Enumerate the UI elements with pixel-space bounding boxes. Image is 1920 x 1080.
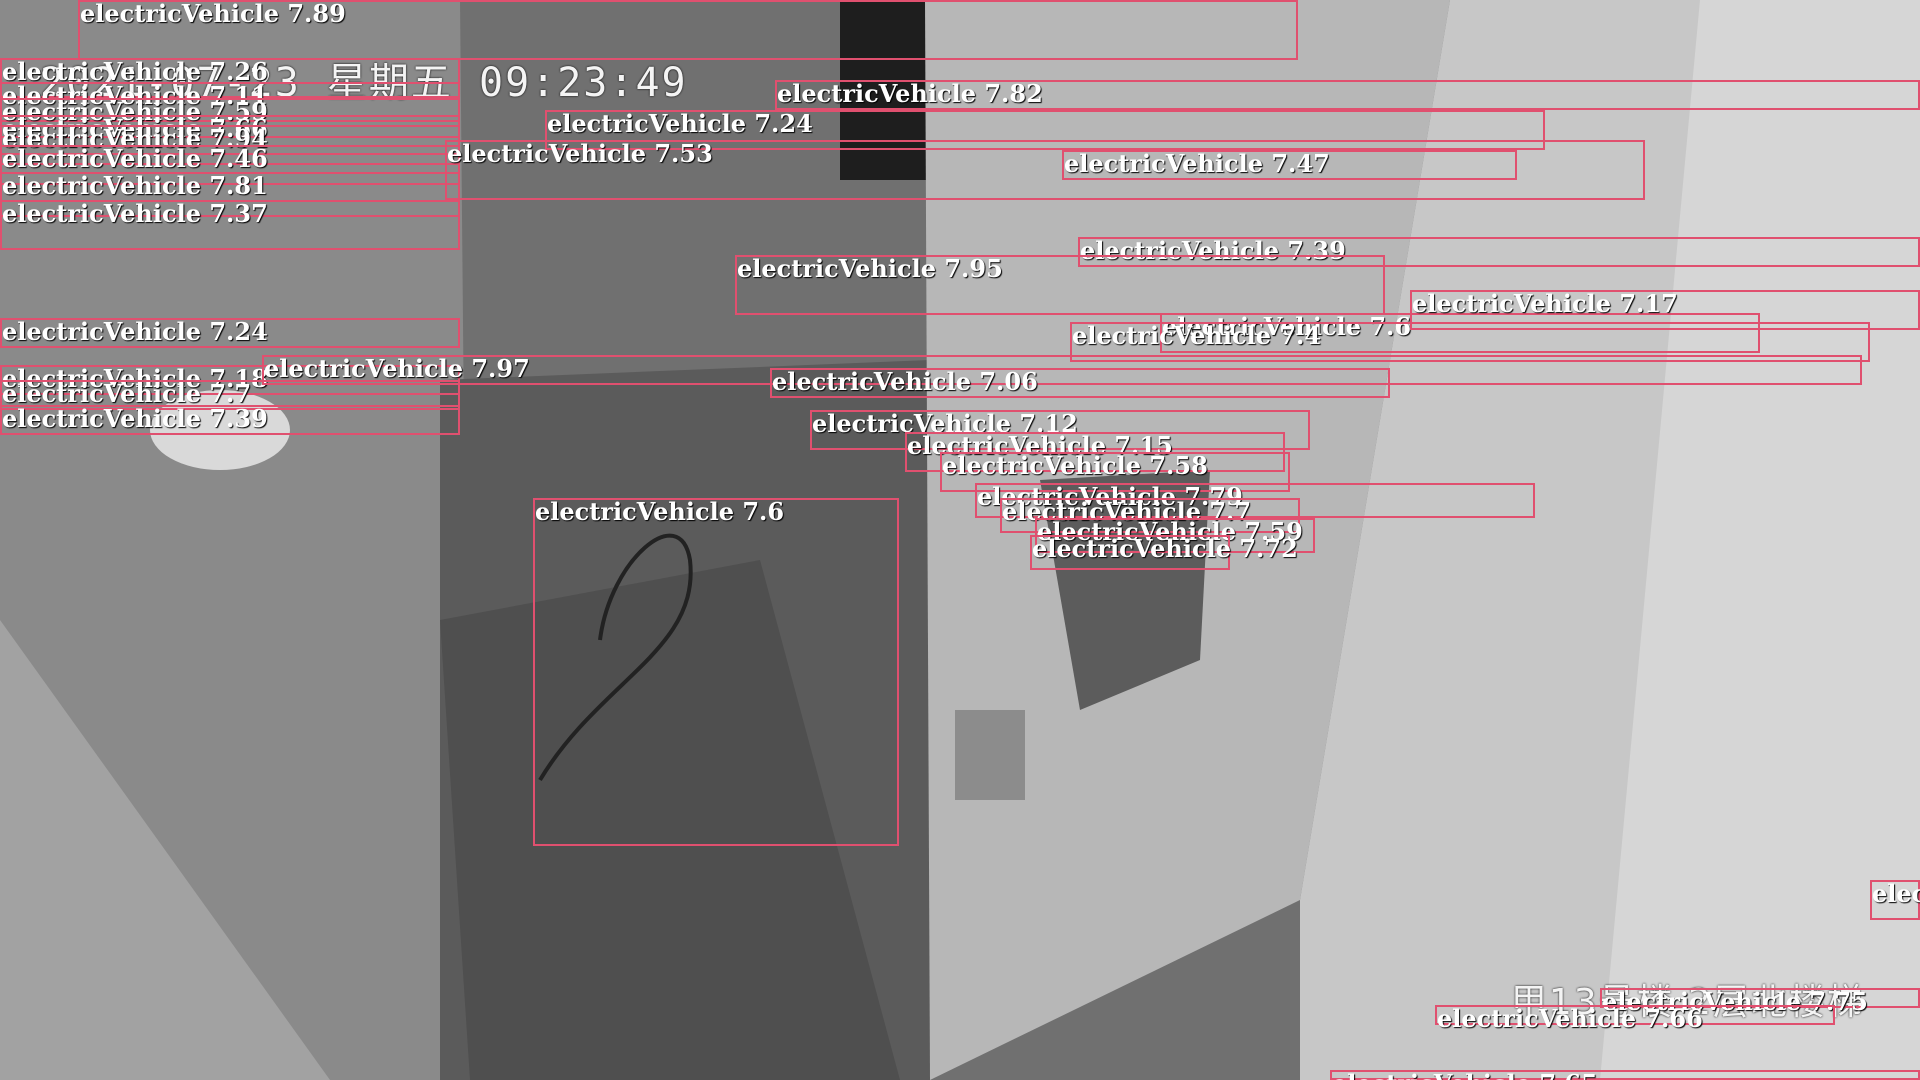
detection-label: electricVehicle 7.12 [812, 409, 1078, 438]
detection-box: electricVehicle 7.37 [0, 200, 460, 250]
detection-label: electricVehicle 7.37 [2, 199, 268, 228]
detection-label: electricVehicle 7.4 [1072, 321, 1322, 350]
detection-box: electricVehicle 7.79 [975, 483, 1535, 518]
detection-label: electricVehicle 7.06 [772, 367, 1038, 396]
detection-label: electricVehicle 7.6 [1162, 312, 1412, 341]
detection-box: electricVehicle 7.4 [1070, 322, 1870, 362]
detection-box: electricVehicle 7.65 [1330, 1070, 1920, 1080]
detection-box: electricVehicle 7.12 [810, 410, 1310, 450]
detection-label: electricVehicle 7.7 [2, 379, 252, 408]
detection-box: electricVehicle 7.72 [1030, 535, 1298, 570]
detection-box: electricVehicle 7.95 [735, 255, 1385, 315]
detection-label: electricVehicle 7.53 [447, 139, 713, 168]
detection-box: electricVehicle 7.66 [0, 115, 460, 155]
detection-label: electricVehicle 7.72 [1032, 534, 1298, 563]
detection-box: electricVehicle 7.11 [0, 82, 460, 122]
detection-label: electricVehicle 7.39 [1080, 236, 1346, 265]
detection-label: electricVehicle 7.59 [1037, 517, 1303, 546]
detection-box: electricVehicle 7.66 [1435, 1005, 1835, 1031]
detection-box: electricVehicle 7.39 [0, 405, 460, 435]
detection-label: electricVehicle 7.82 [777, 79, 1043, 108]
detection-label: electricVehicle 7.17 [1412, 289, 1678, 318]
detection-box: electricVehicle 7.39 [1078, 237, 1920, 267]
detection-box: electricVehicle 7.53 [445, 140, 1645, 200]
detection-box: electricVehicle 7.6 [1160, 313, 1760, 353]
detection-box: electricVehicle 7.24 [0, 318, 460, 348]
detection-box: electricVehicle 7.58 [940, 452, 1290, 492]
detection-label: electricVehicle 7.75 [1602, 987, 1868, 1016]
detection-box: electricVehicle 7.46 [0, 145, 460, 185]
detection-label: electricVehicle 7.11 [2, 81, 268, 110]
detection-label: electricVehicle 7.6 [535, 497, 785, 526]
detection-label: electricVehicle 7.47 [1064, 149, 1330, 178]
detection-label: electricVehicle 7.66 [1437, 1004, 1703, 1033]
detection-label: electricVehicle 7.26 [2, 57, 268, 86]
detection-label: electricVehicle 7.58 [942, 451, 1208, 480]
detection-label: electricVehicle 7.95 [737, 254, 1003, 283]
detection-label: electricVehicle 7.39 [2, 404, 268, 433]
detection-box: electricVehicle 7.18 [0, 365, 460, 395]
detection-box: electricVehicle 7.24 [545, 110, 1545, 150]
detection-box: electricVehicle 7.75 [1600, 988, 1920, 1014]
detection-label: electricVehicle 7.81 [2, 171, 268, 200]
detection-box: electricVehicle 7.59 [0, 98, 460, 138]
detection-label: electricVehicle 7.89 [80, 0, 346, 28]
detection-box: electricVehicle 7.89 [78, 0, 1298, 60]
detection-box: electricVehicle 7.17 [1410, 290, 1920, 330]
detection-box: electricVehicle 7.82 [775, 80, 1920, 110]
detection-label: electricVehicle 7.24 [547, 109, 813, 138]
detection-label: electricVehicle 7.97 [264, 354, 530, 383]
detection-box: electricVehicle 7.59 [1035, 518, 1315, 553]
detection-box: electricVehicle 7.81 [0, 172, 460, 217]
detection-box: electricVehicle 7.97 [262, 355, 1862, 385]
detection-label: electricVehicle 7.59 [2, 97, 268, 126]
detection-label: electricVehicle 7.98 [1872, 879, 1920, 908]
detection-label: electricVehicle 7.66 [2, 114, 268, 143]
detection-label: electricVehicle 7.18 [2, 364, 268, 393]
detection-box: electricVehicle 7.7 [0, 380, 460, 410]
detection-label: electricVehicle 7.65 [1332, 1072, 1598, 1080]
detection-box: electricVehicle 7.98 [1870, 880, 1920, 920]
detection-label: electricVehicle 7.79 [977, 482, 1243, 511]
detection-label: electricVehicle 7.46 [2, 144, 268, 173]
detection-label: electricVehicle 7.24 [2, 317, 268, 346]
detection-box: electricVehicle 7.47 [1062, 150, 1517, 180]
detection-box: electricVehicle 7.06 [770, 368, 1390, 398]
detection-box: electricVehicle 7.26 [0, 58, 460, 98]
detection-box: electricVehicle 7.6 [533, 498, 899, 846]
